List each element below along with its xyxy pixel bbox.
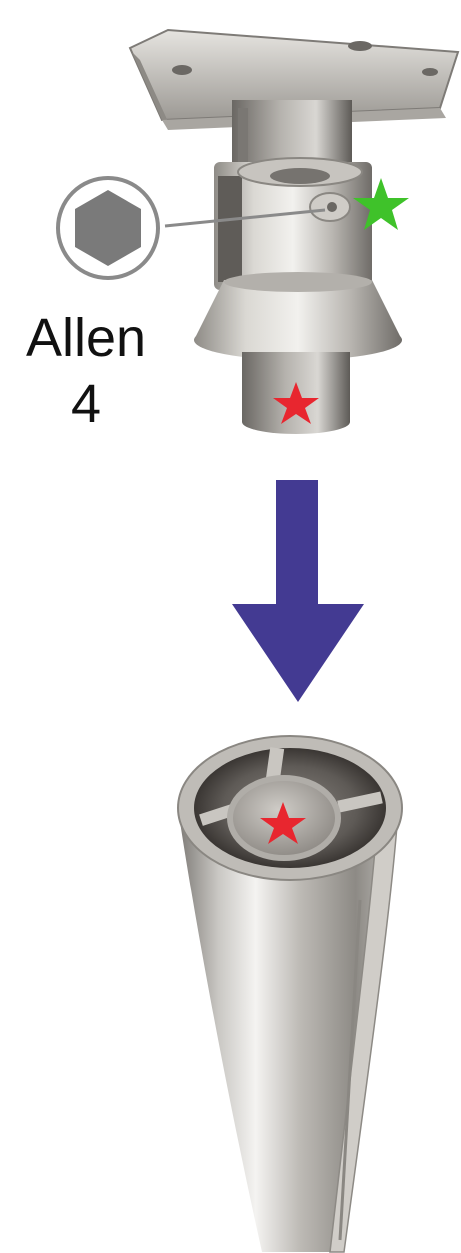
clamp-body-bore [270,168,330,184]
vertical-tab-slot [238,108,248,168]
mounting-plate-flange [132,52,170,126]
plate-hole-front [422,68,438,76]
plate-hole-right [348,41,372,51]
post-spoke-right [337,791,383,813]
star-icon [260,802,306,844]
arrow-head [232,604,364,702]
hex-shape [75,190,141,266]
conical-collar-top [224,272,372,292]
callout-label-line1: Allen [26,308,146,368]
callout-label-line2: 4 [71,374,101,434]
set-screw [327,202,337,212]
callout-leader-line [164,208,326,228]
arrow-down-icon [232,480,364,702]
spigot-bottom [242,410,350,434]
post-channel-groove [338,899,362,1241]
plate-hole-left [172,65,192,75]
star-icon [273,382,319,424]
clamp-body-slot [218,176,242,282]
conical-collar-bottom [194,320,402,360]
hexagon-icon [56,176,160,280]
aluminium-post-profile [177,735,403,1253]
star-icon [353,178,409,230]
mounting-plate [128,28,460,122]
arrow-shaft [276,480,318,606]
railing-adapter-fitting [128,28,460,434]
post-spoke-top [265,747,285,781]
